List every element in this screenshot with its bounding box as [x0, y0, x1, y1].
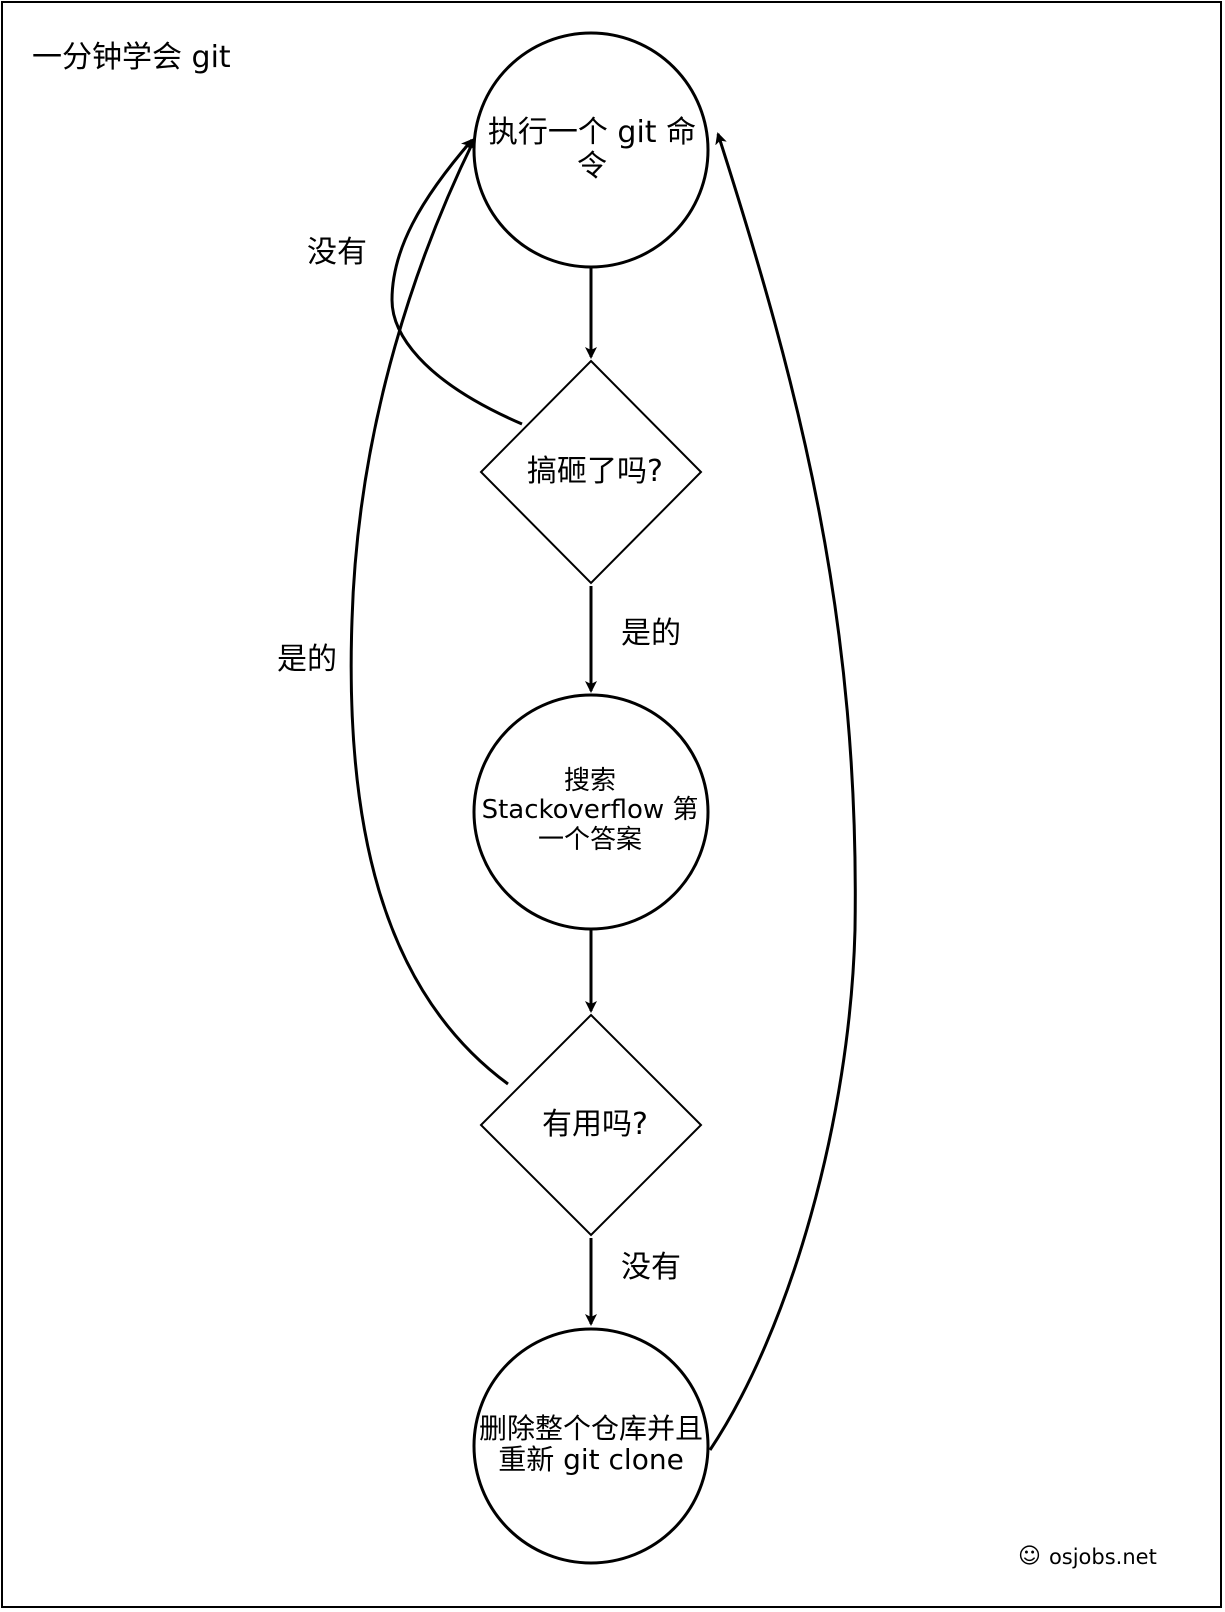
node-search-text: 搜索 Stackoverflow 第 一个答案 — [470, 755, 710, 867]
edge-useful-yes-loop — [349, 138, 509, 1086]
edge-broken-no-loop — [390, 138, 523, 426]
footer-credit: ☺ osjobs.net — [1018, 1544, 1157, 1569]
node-reclone-text: 删除整个仓库并且 重新 git clone — [466, 1405, 716, 1483]
node-reclone-shape — [472, 1327, 710, 1565]
node-useful-text: 有用吗? — [500, 1103, 690, 1147]
node-useful-label: 有用吗? — [542, 1107, 648, 1143]
edge-reclone-loop — [708, 132, 857, 1451]
node-reclone-line-2: 重新 git clone — [498, 1443, 684, 1476]
node-execute-line-1: 执行一个 git 命 — [487, 115, 697, 151]
edge-label-useful-no: 没有 — [621, 1250, 681, 1285]
node-broken-label: 搞砸了吗? — [527, 454, 663, 490]
smiley-icon: ☺ — [1018, 1544, 1041, 1569]
node-execute-line-2: 令 — [577, 149, 607, 184]
edge-label-useful-yes: 是的 — [277, 642, 337, 677]
node-search-line-1: 搜索 — [563, 766, 616, 797]
diagram-title: 一分钟学会 git — [32, 40, 231, 75]
footer-text: osjobs.net — [1048, 1544, 1157, 1569]
node-search-line-2: Stackoverflow 第 — [481, 795, 699, 826]
node-broken-shape — [479, 359, 703, 585]
node-search-line-3: 一个答案 — [537, 824, 642, 855]
node-useful-shape — [479, 1013, 703, 1237]
node-reclone-line-1: 删除整个仓库并且 — [478, 1411, 703, 1445]
edge-label-broken-no: 没有 — [307, 235, 367, 270]
node-execute-text: 执行一个 git 命 令 — [474, 98, 710, 202]
node-broken-text: 搞砸了吗? — [500, 450, 690, 494]
edge-label-broken-yes: 是的 — [621, 616, 681, 651]
node-search-shape — [472, 693, 710, 931]
